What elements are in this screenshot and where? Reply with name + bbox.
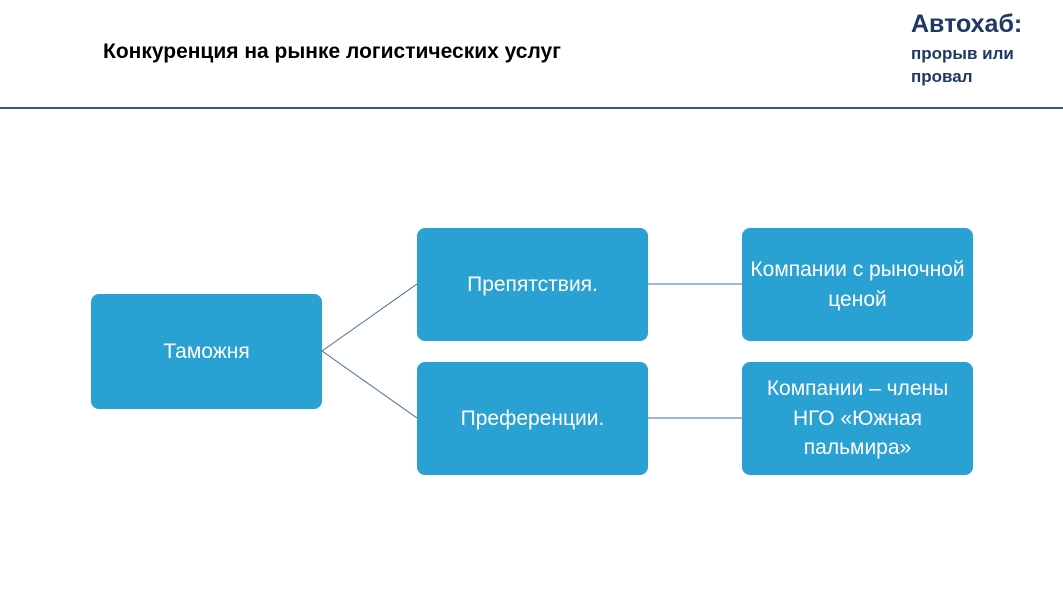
slide-title: Конкуренция на рынке логистических услуг	[103, 40, 561, 63]
brand-subtitle: прорыв или провал	[911, 43, 1014, 86]
node-obstacles: Препятствия.	[417, 228, 648, 341]
header-divider	[0, 107, 1063, 109]
connector-root-to-obstacles	[321, 283, 418, 352]
brand-title: Автохаб:	[911, 10, 1023, 38]
node-market-price-companies: Компании с рыночной ценой	[742, 228, 973, 341]
brand-block: Автохаб: прорыв или провал	[911, 10, 1051, 89]
node-customs: Таможня	[91, 294, 322, 409]
connector-root-to-preferences	[321, 350, 418, 419]
node-ngo-member-companies: Компании – члены НГО «Южная пальмира»	[742, 362, 973, 475]
node-preferences: Преференции.	[417, 362, 648, 475]
